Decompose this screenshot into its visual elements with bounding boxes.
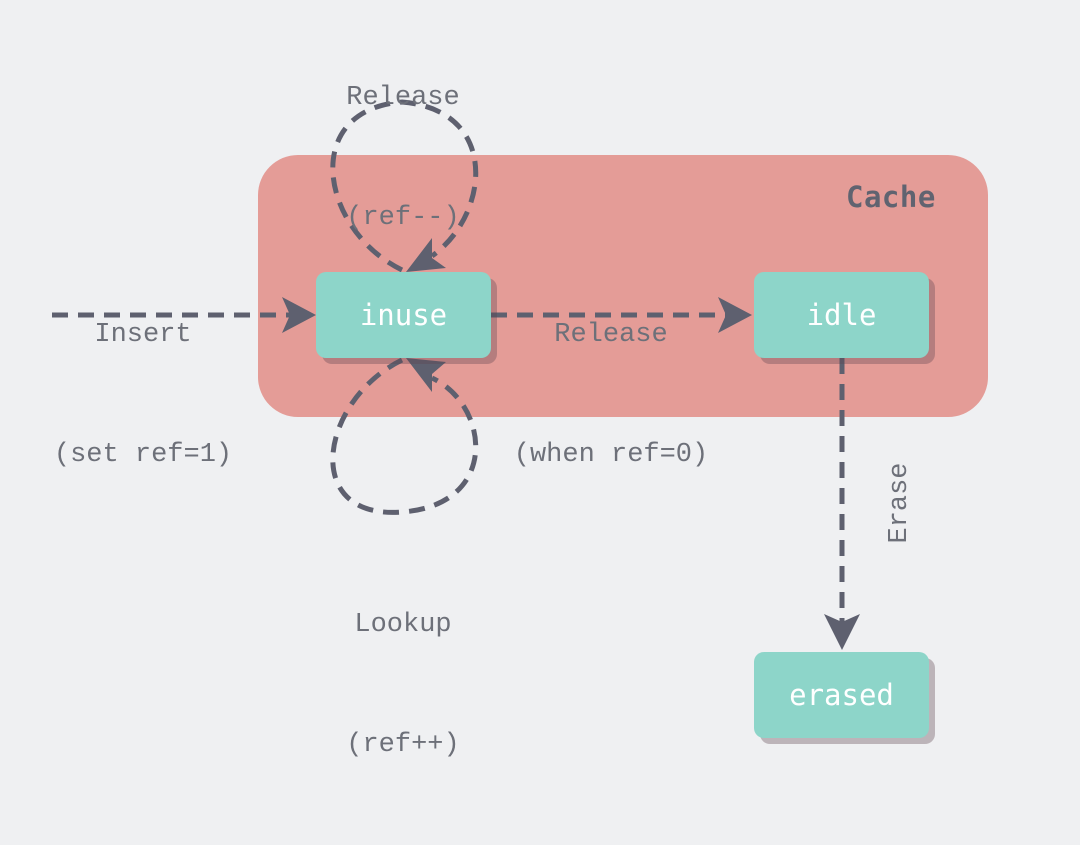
insert-label-line1: Insert — [94, 320, 192, 350]
release-to-idle-arrowhead — [718, 297, 752, 333]
state-diagram: Cache inuse idle erased Release (ref--) — [28, 0, 988, 760]
lookup-self-label: Lookup (ref++) — [303, 525, 503, 845]
release-to-idle-label: Release (when ref=0) — [480, 235, 742, 555]
release-to-idle-label-line1: Release — [554, 320, 668, 350]
node-idle: idle — [754, 272, 929, 358]
lookup-self-label-line1: Lookup — [354, 610, 452, 640]
arrows-layer — [52, 99, 860, 650]
insert-label: Insert (set ref=1) — [28, 235, 258, 555]
release-self-label: Release (ref--) — [303, 0, 503, 318]
lookup-self-loop-line — [330, 357, 479, 515]
erase-label-text: Erase — [885, 462, 915, 544]
release-self-label-line1: Release — [346, 83, 460, 113]
release-self-loop-arrowhead — [406, 238, 446, 272]
node-inuse: inuse — [316, 272, 491, 358]
release-self-label-line2: (ref--) — [346, 203, 460, 233]
lookup-self-loop-arrowhead — [406, 358, 446, 392]
release-self-loop-line — [330, 99, 479, 273]
insert-arrowhead — [282, 297, 316, 333]
erase-arrowhead — [824, 614, 860, 650]
insert-label-line2: (set ref=1) — [53, 440, 233, 470]
lookup-self-label-line2: (ref++) — [346, 730, 460, 760]
cache-title: Cache — [846, 180, 936, 214]
node-erased: erased — [754, 652, 929, 738]
release-to-idle-label-line2: (when ref=0) — [513, 440, 709, 470]
